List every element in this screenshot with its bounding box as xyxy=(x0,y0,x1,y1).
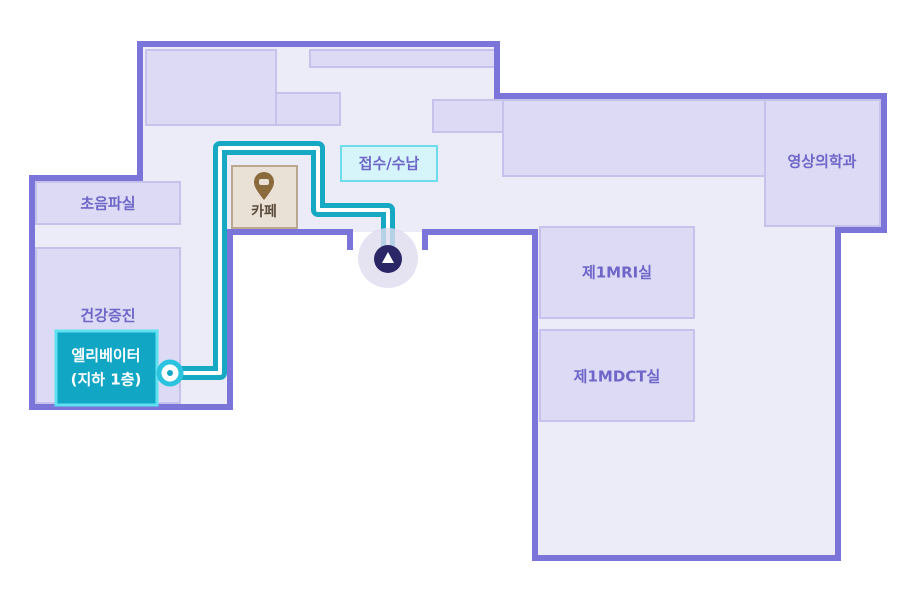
room-unnamed[interactable] xyxy=(275,92,341,126)
room-label: 제1MRI실 xyxy=(582,264,652,282)
heading-arrow-icon xyxy=(382,252,394,263)
route-path xyxy=(170,141,395,380)
room-unnamed[interactable] xyxy=(309,49,498,68)
cafe-pin-icon xyxy=(254,172,274,200)
elevator-label: 엘리베이터 xyxy=(71,347,140,365)
room-mdct[interactable]: 제1MDCT실 xyxy=(539,329,695,422)
room-unnamed[interactable] xyxy=(432,99,504,133)
room-label: 초음파실 xyxy=(80,195,135,213)
room-label: 영상의학과 xyxy=(787,153,856,171)
room-cafe[interactable]: 카페 xyxy=(231,165,298,229)
room-reception[interactable]: 접수/수납 xyxy=(340,145,438,182)
destination-pin-icon xyxy=(156,359,184,387)
room-unnamed[interactable] xyxy=(145,49,277,126)
elevator-destination[interactable]: 엘리베이터 (지하 1층) xyxy=(54,329,184,407)
current-location-marker[interactable] xyxy=(358,228,418,288)
room-label: 카페 xyxy=(251,204,277,220)
room-ultrasound[interactable]: 초음파실 xyxy=(35,181,181,225)
room-label: 접수/수납 xyxy=(359,155,420,173)
room-mri[interactable]: 제1MRI실 xyxy=(539,226,695,319)
room-unnamed[interactable] xyxy=(502,99,766,177)
room-radiology[interactable]: 영상의학과 xyxy=(764,99,881,227)
elevator-floor-label: (지하 1층) xyxy=(71,371,142,389)
room-label: 제1MDCT실 xyxy=(574,368,661,386)
building-wall xyxy=(29,41,887,561)
room-label: 건강증진 xyxy=(80,307,135,325)
